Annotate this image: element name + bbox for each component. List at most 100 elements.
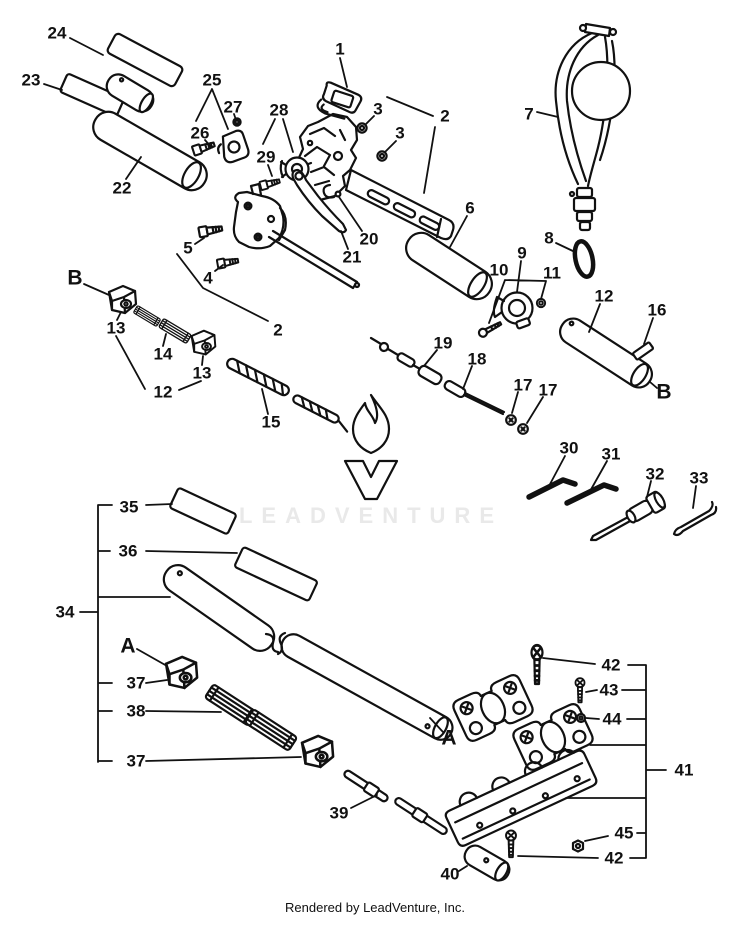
part-label-12-27: 12: [154, 383, 173, 402]
leadventure-watermark: LEADVENTURE: [239, 393, 494, 528]
part-label-13-26: 13: [193, 364, 212, 383]
spline-coupler-14a: [132, 304, 162, 328]
clip-20: [322, 183, 342, 199]
part-label-42-49: 42: [602, 656, 621, 675]
throttle-housing: [295, 112, 359, 202]
trigger-lever-21: [291, 168, 348, 234]
part-label-5-29: 5: [183, 239, 192, 258]
part-label-40-55: 40: [441, 865, 460, 884]
throttle-latch-1: [316, 81, 363, 120]
part-label-43-50: 43: [600, 681, 619, 700]
part-label-38-45: 38: [127, 702, 146, 721]
nut-17b: [517, 423, 529, 435]
flex-shaft-15: [226, 357, 349, 433]
bracket-34: [79, 503, 302, 763]
nut-11: [535, 297, 547, 309]
shaft-39: [343, 769, 448, 836]
part-label-10-18: 10: [490, 261, 509, 280]
flame-v-logo-icon: [343, 393, 399, 501]
part-label-22-5: 22: [113, 179, 132, 198]
part-label-34-42: 34: [56, 603, 75, 622]
part-label-36-41: 36: [119, 542, 138, 561]
throttle-rod: [267, 229, 361, 290]
part-label-B-23: B: [67, 267, 82, 290]
part-label-26-4: 26: [191, 124, 210, 143]
part-label-37-44: 37: [127, 674, 146, 693]
part-label-24-0: 24: [48, 24, 67, 43]
lower-clamp-half: [444, 748, 598, 847]
bolt-29: [258, 175, 282, 192]
screw-43: [574, 677, 586, 704]
leader-lines: [43, 37, 697, 872]
part-label-35-40: 35: [120, 498, 139, 517]
fuel-line-connector: [568, 186, 597, 232]
tube-22: [92, 110, 208, 192]
part-label-1-6: 1: [335, 40, 344, 59]
tube-40: [463, 844, 511, 882]
screw-42-bottom: [505, 829, 517, 859]
cable-clamp-25: [217, 129, 250, 164]
nut-3a: [356, 122, 368, 134]
hex-bushing-37-lower: [300, 734, 335, 769]
part-label-31-37: 31: [602, 445, 621, 464]
grip-tube: [105, 73, 155, 114]
part-label-2-31: 2: [273, 321, 282, 340]
mount-plate: [232, 182, 287, 250]
decal-36: [234, 546, 318, 602]
part-label-20-12: 20: [360, 230, 379, 249]
fuel-line-fitting-top: [578, 22, 618, 38]
part-label-3-8: 3: [395, 124, 404, 143]
part-label-27-3: 27: [224, 98, 243, 117]
bracket-41: [565, 664, 667, 859]
decal-24: [106, 32, 184, 88]
part-label-18-33: 18: [468, 350, 487, 369]
spline-coupler-14b: [157, 317, 193, 345]
part-label-42-54: 42: [605, 849, 624, 868]
primer-bulb-7: [554, 22, 632, 232]
nut-27: [232, 117, 242, 127]
footer-text: Rendered by LeadVenture, Inc.: [285, 900, 465, 915]
pin-16: [632, 341, 654, 361]
throttle-cable-19: [369, 336, 506, 416]
part-label-32-38: 32: [646, 465, 665, 484]
part-label-2-9: 2: [440, 107, 449, 126]
part-label-17-35: 17: [539, 381, 558, 400]
main-tube-upper: [162, 564, 280, 654]
part-label-33-39: 33: [690, 469, 709, 488]
main-tube-lower: [276, 631, 454, 741]
part-label-30-36: 30: [560, 439, 579, 458]
nut-17a: [505, 414, 517, 426]
t-wrench-32: [589, 490, 667, 542]
part-label-39-47: 39: [330, 804, 349, 823]
screw-5: [197, 222, 224, 239]
hex-bushing-13-left: [107, 284, 138, 315]
part-label-21-13: 21: [343, 248, 362, 267]
hex-bushing-37-upper: [164, 655, 199, 690]
part-label-15-28: 15: [262, 413, 281, 432]
part-label-14-25: 14: [154, 345, 173, 364]
bolt-10: [477, 321, 503, 338]
part-label-45-53: 45: [615, 824, 634, 843]
part-label-6-14: 6: [465, 199, 474, 218]
hex-key-31: [564, 482, 619, 506]
part-label-41-52: 41: [675, 761, 694, 780]
decal-23: [59, 73, 125, 117]
part-label-13-24: 13: [107, 319, 126, 338]
screw-42-top: [530, 643, 544, 686]
part-label-12-20: 12: [595, 287, 614, 306]
part-label-7-15: 7: [524, 105, 533, 124]
part-label-25-2: 25: [203, 71, 222, 90]
o-ring-8: [572, 239, 596, 279]
part-label-A-43: A: [120, 635, 135, 658]
part-label-9-17: 9: [517, 244, 526, 263]
part-label-19-32: 19: [434, 334, 453, 353]
part-label-23-1: 23: [22, 71, 41, 90]
part-label-29-11: 29: [257, 148, 276, 167]
spline-shaft-38b: [243, 708, 299, 752]
hex-bushing-13-right: [190, 329, 217, 356]
part-label-17-34: 17: [514, 376, 533, 395]
part-label-16-21: 16: [648, 301, 667, 320]
